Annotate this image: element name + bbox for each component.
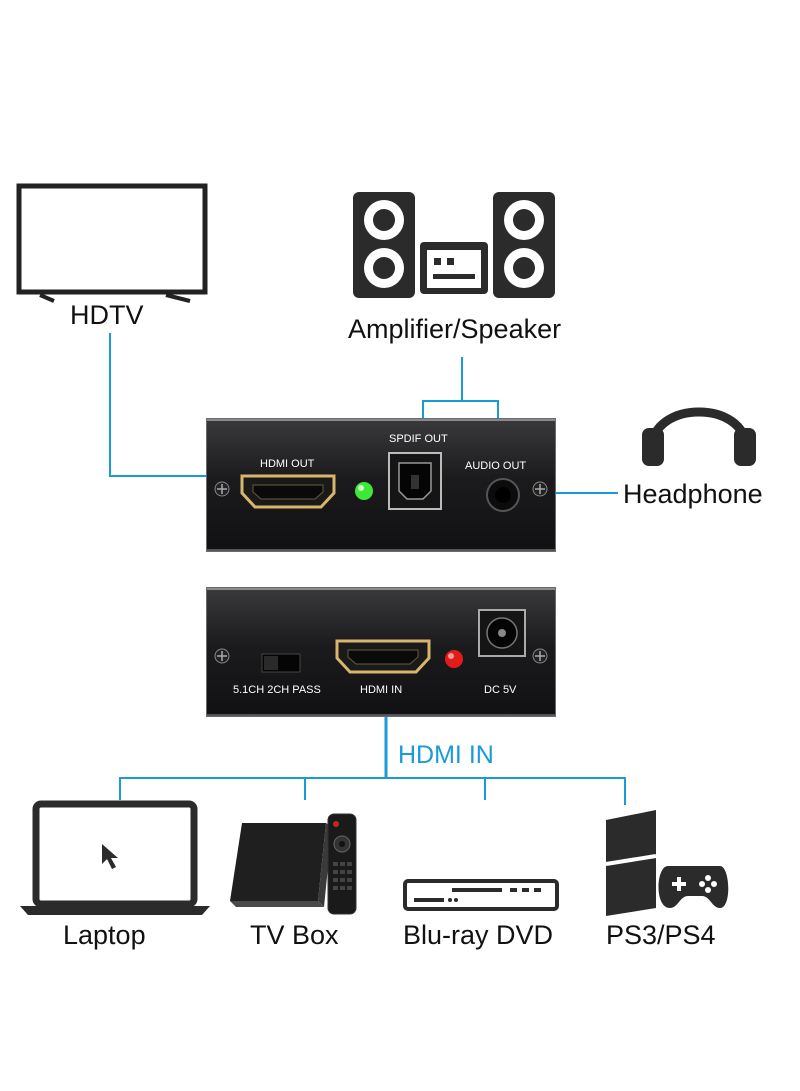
hdtv-label: HDTV bbox=[70, 300, 144, 330]
hdmi-in-label: HDMI IN bbox=[360, 684, 403, 696]
screw-icon bbox=[214, 481, 230, 497]
audio-out-label: AUDIO OUT bbox=[465, 460, 527, 472]
sources-distribution-line bbox=[119, 777, 626, 805]
hdmi-in-port bbox=[335, 639, 431, 674]
device-back-panel: 5.1CH 2CH PASS HDMI IN DC 5V bbox=[206, 587, 556, 717]
amplifier-label: Amplifier/Speaker bbox=[348, 314, 562, 344]
headphone-icon bbox=[642, 407, 756, 466]
tv-icon bbox=[16, 183, 208, 303]
screw-icon bbox=[532, 481, 548, 497]
mode-switch[interactable] bbox=[260, 652, 304, 676]
tv-box-label: TV Box bbox=[250, 920, 339, 950]
spdif-optical-port bbox=[388, 452, 442, 510]
laptop-label: Laptop bbox=[63, 920, 146, 950]
mode-switch-label: 5.1CH 2CH PASS bbox=[233, 684, 321, 696]
speaker-amplifier-icon bbox=[353, 192, 555, 298]
ps-label: PS3/PS4 bbox=[606, 920, 716, 950]
screw-icon bbox=[532, 648, 548, 664]
dc-power-port bbox=[478, 609, 526, 657]
dc-label: DC 5V bbox=[484, 684, 517, 696]
hdmi-out-port bbox=[240, 474, 336, 509]
remote-control-icon bbox=[327, 813, 357, 915]
spdif-bracket-line bbox=[422, 400, 499, 418]
headphone-label: Headphone bbox=[623, 479, 763, 509]
power-led-green bbox=[355, 482, 373, 500]
hdtv-connector-line bbox=[109, 333, 236, 477]
laptop-icon bbox=[20, 800, 210, 915]
status-led-red bbox=[445, 650, 463, 668]
hdmi-in-caption: HDMI IN bbox=[398, 741, 494, 769]
device-front-panel: HDMI OUT SPDIF OUT AUDIO OUT bbox=[206, 418, 556, 552]
bluray-player-icon bbox=[403, 879, 559, 911]
game-console-icon bbox=[605, 810, 729, 916]
bluray-label: Blu-ray DVD bbox=[403, 920, 554, 950]
screw-icon bbox=[214, 648, 230, 664]
hdmi-out-label: HDMI OUT bbox=[260, 458, 315, 470]
spdif-out-label: SPDIF OUT bbox=[389, 433, 448, 445]
audio-jack-port bbox=[486, 478, 520, 512]
